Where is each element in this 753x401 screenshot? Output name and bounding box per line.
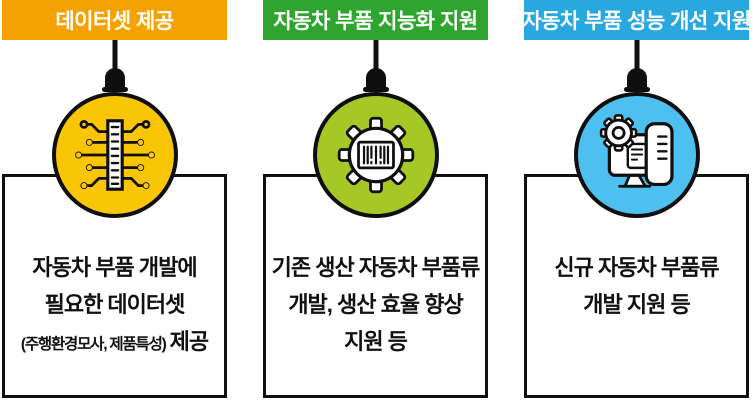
column-header: 자동차 부품 지능화 지원 xyxy=(263,0,488,40)
column-intelligence: 자동차 부품 지능화 지원 xyxy=(263,0,488,401)
box-text-line: 필요한 데이터셋 xyxy=(44,292,186,317)
box-text-line: 지원 등 xyxy=(344,329,408,354)
hanger-cord xyxy=(112,40,117,72)
hanger-plug xyxy=(101,68,128,92)
column-header: 자동차 부품 성능 개선 지원 xyxy=(522,0,751,40)
box-text-line: 기존 생산 자동차 부품류 xyxy=(271,255,481,280)
hanger-cord xyxy=(634,40,639,72)
box-text-line: 개발 지원 등 xyxy=(583,292,690,317)
column-header: 데이터셋 제공 xyxy=(2,0,227,40)
icon-circle xyxy=(51,92,178,218)
icon-circle xyxy=(573,92,700,218)
hanger-plug xyxy=(362,68,389,92)
column-performance: 자동차 부품 성능 개선 지원 xyxy=(522,0,751,401)
computer-gear-icon xyxy=(599,114,674,188)
column-header-label: 자동차 부품 지능화 지원 xyxy=(273,10,478,33)
icon-circle xyxy=(312,92,439,218)
box-text-line: 신규 자동차 부품류 xyxy=(554,255,719,280)
column-header-label: 데이터셋 제공 xyxy=(55,10,174,33)
description-box: 자동차 부품 개발에 필요한 데이터셋 (주행환경모사, 제품특성)제공 xyxy=(2,174,227,398)
gear-barcode-icon xyxy=(337,116,414,194)
column-header-label: 자동차 부품 성능 개선 지원 xyxy=(522,10,751,33)
circuit-chip-icon xyxy=(74,119,155,191)
box-text-small: (주행환경모사, 제품특성) xyxy=(20,336,167,353)
box-text-line: (주행환경모사, 제품특성)제공 xyxy=(5,323,224,363)
box-text-line: 자동차 부품 개발에 xyxy=(32,255,197,280)
hanger-plug xyxy=(623,68,650,92)
hanger-cord xyxy=(373,40,378,72)
box-text-line: 개발, 생산 효율 향상 xyxy=(288,292,463,317)
column-dataset: 데이터셋 제공 xyxy=(2,0,227,401)
box-text-rest: 제공 xyxy=(169,329,209,354)
